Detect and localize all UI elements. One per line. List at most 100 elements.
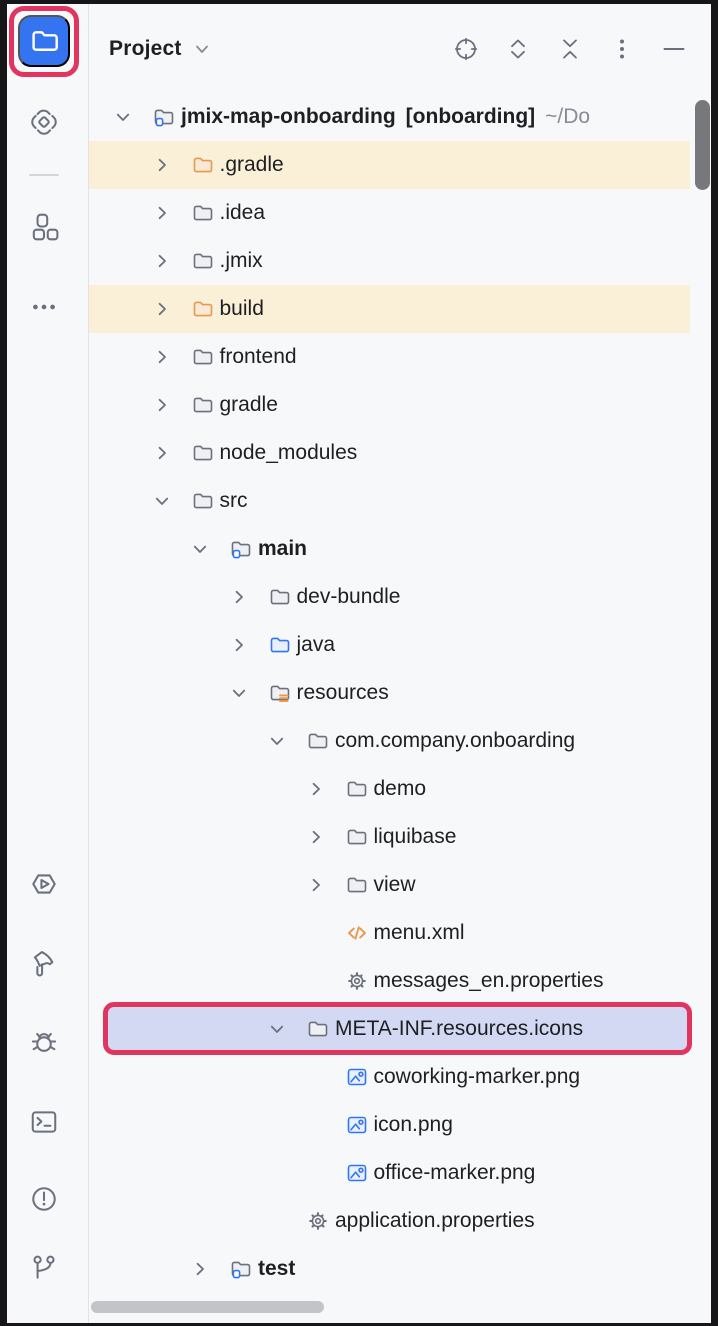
tree-row[interactable]: frontend (89, 333, 711, 381)
tree-row[interactable]: view (89, 861, 711, 909)
expand-all-button[interactable] (505, 36, 531, 62)
hammer-icon (29, 948, 59, 978)
ide-window: Project (7, 4, 711, 1323)
chevron-right-icon[interactable] (143, 298, 181, 320)
folder-icon (307, 730, 329, 752)
tree-item-label: resources (296, 681, 389, 704)
select-opened-file-button[interactable] (453, 36, 479, 62)
tree-row[interactable]: icon.png (89, 1101, 711, 1149)
module-folder-icon (230, 1258, 252, 1280)
folder-icon (192, 346, 214, 368)
folder-icon (192, 442, 214, 464)
module-folder-icon (230, 538, 252, 560)
tree-item-label: demo (373, 777, 427, 800)
tree-item-label: icon.png (373, 1113, 453, 1136)
tree-item-label: application.properties (335, 1209, 535, 1232)
tree-row[interactable]: office-marker.png (89, 1149, 711, 1197)
project-path-suffix: ~/Do (545, 105, 591, 128)
collapse-all-icon (557, 36, 583, 62)
chevron-right-icon[interactable] (143, 154, 181, 176)
chevron-right-icon[interactable] (143, 250, 181, 272)
chevron-down-icon[interactable] (104, 106, 142, 128)
tree-item-label: node_modules (219, 441, 358, 464)
chevron-right-icon[interactable] (181, 1258, 219, 1280)
tree-item-label: frontend (219, 345, 297, 368)
jmix-diamond-icon (29, 107, 59, 137)
tree-row[interactable]: .gradle (89, 141, 711, 189)
stripe-divider (29, 174, 59, 176)
tree-item-label: dev-bundle (296, 585, 401, 608)
chevron-right-icon[interactable] (297, 874, 335, 896)
tree-row[interactable]: demo (89, 765, 711, 813)
tree-item-label: jmix-map-onboarding (181, 105, 396, 128)
tree-row[interactable]: gradle (89, 381, 711, 429)
properties-file-icon (307, 1210, 329, 1232)
problems-tool-window-button[interactable] (24, 1179, 64, 1219)
chevron-down-icon[interactable] (181, 538, 219, 560)
tree-row[interactable]: com.company.onboarding (89, 717, 711, 765)
terminal-tool-window-button[interactable] (24, 1102, 64, 1142)
module-folder-icon (153, 106, 175, 128)
chevron-right-icon[interactable] (297, 826, 335, 848)
chevron-down-icon[interactable] (220, 682, 258, 704)
more-options-button[interactable] (609, 36, 635, 62)
chevron-placeholder (297, 970, 335, 992)
debug-tool-window-button[interactable] (24, 1023, 64, 1063)
tree-row[interactable]: META-INF.resources.icons (89, 1002, 711, 1055)
hide-tool-window-button[interactable] (661, 36, 687, 62)
excluded-folder-icon (192, 298, 214, 320)
services-tool-window-button[interactable] (24, 864, 64, 904)
chevron-down-icon[interactable] (258, 1018, 296, 1040)
chevron-right-icon[interactable] (143, 346, 181, 368)
chevron-right-icon[interactable] (220, 634, 258, 656)
tree-item-label: messages_en.properties (373, 969, 604, 992)
tree-row[interactable]: dev-bundle (89, 573, 711, 621)
folder-icon (307, 1018, 329, 1040)
vertical-scrollbar[interactable] (695, 100, 710, 190)
terminal-icon (29, 1107, 59, 1137)
tree-row[interactable]: test (89, 1245, 711, 1293)
tree-item-label: liquibase (373, 825, 457, 848)
tree-row[interactable]: main (89, 525, 711, 573)
tool-window-title[interactable]: Project (109, 36, 182, 60)
tree-row[interactable]: .idea (89, 189, 711, 237)
tree-row[interactable]: jmix-map-onboarding [onboarding] ~/Do (89, 93, 711, 141)
tree-row[interactable]: .jmix (89, 237, 711, 285)
chevron-right-icon[interactable] (143, 394, 181, 416)
chevron-right-icon[interactable] (143, 202, 181, 224)
folder-icon (192, 394, 214, 416)
git-tool-window-button[interactable] (24, 1248, 64, 1288)
tree-row[interactable]: src (89, 477, 711, 525)
folder-icon (269, 586, 291, 608)
folder-icon (192, 202, 214, 224)
tree-row[interactable]: coworking-marker.png (89, 1053, 711, 1101)
build-tool-window-button[interactable] (24, 943, 64, 983)
horizontal-scrollbar[interactable] (91, 1301, 324, 1313)
chevron-down-icon[interactable] (258, 730, 296, 752)
tree-row[interactable]: messages_en.properties (89, 957, 711, 1005)
tree-row[interactable]: application.properties (89, 1197, 711, 1245)
services-hexagon-play-icon (29, 869, 59, 899)
tree-row[interactable]: liquibase (89, 813, 711, 861)
tree-row[interactable]: node_modules (89, 429, 711, 477)
ellipsis-icon (29, 292, 59, 322)
project-toolbar: Project (89, 4, 711, 93)
chevron-right-icon[interactable] (220, 586, 258, 608)
structure-tool-window-button[interactable] (24, 207, 64, 247)
tree-item-label: test (258, 1257, 296, 1280)
chevron-right-icon[interactable] (297, 778, 335, 800)
tree-row[interactable]: java (89, 621, 711, 669)
project-tool-window-button[interactable] (18, 15, 70, 67)
chevron-right-icon[interactable] (143, 442, 181, 464)
image-file-icon (346, 1114, 368, 1136)
chevron-down-icon[interactable] (191, 38, 213, 60)
project-name-tag: [onboarding] (405, 105, 536, 128)
jmix-tool-window-button[interactable] (24, 102, 64, 142)
tree-row[interactable]: menu.xml (89, 909, 711, 957)
chevron-down-icon[interactable] (143, 490, 181, 512)
collapse-all-button[interactable] (557, 36, 583, 62)
tree-row[interactable]: build (89, 285, 711, 333)
more-tool-windows-button[interactable] (24, 287, 64, 327)
folder-icon (192, 250, 214, 272)
tree-row[interactable]: resources (89, 669, 711, 717)
